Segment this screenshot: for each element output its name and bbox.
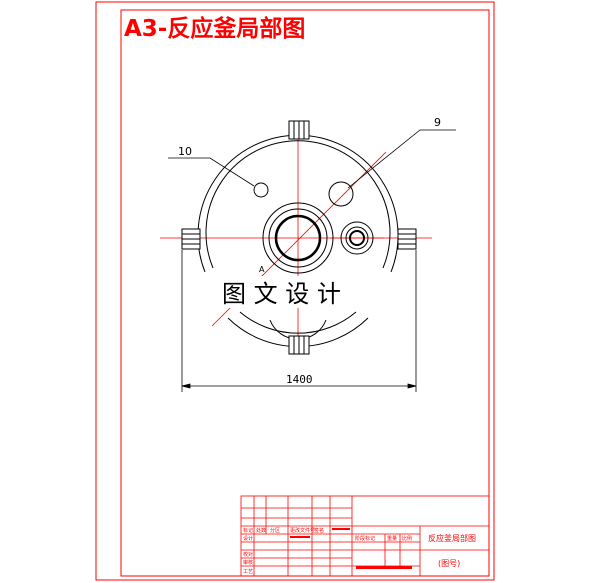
tb-label-mark: 标记 (243, 527, 253, 534)
left-lug (181, 228, 201, 250)
watermark-text: 图 文 设 计 (222, 280, 341, 308)
part-label-10: 10 (178, 145, 192, 158)
dim-arrow-left (181, 383, 191, 389)
dimension-1400 (181, 250, 417, 392)
point-label-a: A (259, 265, 265, 274)
vessel-top-view: 10 9 A 1400 图 文 设 计 (160, 116, 456, 392)
tb-label-change: 更改文件号 (290, 527, 315, 534)
tb-label-sign: 签名 (314, 527, 324, 534)
bottom-lug (288, 335, 310, 355)
opening-10 (253, 182, 269, 198)
right-lug (397, 228, 417, 250)
tb-label-review: 审核 (243, 559, 253, 566)
tb-label-process: 工艺 (243, 569, 253, 575)
drawing-title: A3-反应釜局部图 (124, 15, 305, 42)
tb-mark-2 (290, 536, 310, 538)
central-flange-mid (268, 208, 328, 268)
central-flange-outer (262, 202, 334, 274)
tb-label-design: 设计 (243, 535, 253, 542)
dim-arrow-right (407, 383, 417, 389)
title-block-drawing-number: (图号) (438, 559, 460, 568)
tb-mark-1 (332, 528, 350, 530)
top-lug (288, 120, 310, 140)
side-nozzle-inner (349, 230, 365, 246)
tb-label-check: 校对 (243, 551, 253, 558)
side-nozzle-outer (340, 221, 374, 255)
opening-9 (328, 181, 354, 207)
tb-label-stage: 阶段标记 (355, 535, 375, 542)
title-block-marks (290, 528, 412, 569)
lower-inner-shell-arc (239, 311, 357, 334)
central-flange-inner (274, 214, 322, 262)
central-opening (262, 202, 334, 274)
tb-mark-3 (356, 566, 412, 569)
outer-border (95, 1, 495, 581)
dimension-text: 1400 (286, 373, 313, 386)
side-nozzle (340, 221, 374, 255)
watermark-background (218, 276, 374, 308)
title-block-drawing-name: 反应釜局部图 (428, 533, 476, 543)
leader-9 (347, 129, 456, 189)
title-block (240, 495, 490, 577)
title-block-border (240, 495, 490, 577)
centre-lines (160, 122, 432, 350)
tb-label-count: 处数 (256, 527, 266, 534)
inner-shell-arc (205, 140, 391, 269)
part-label-9: 9 (434, 116, 441, 129)
tb-label-scale: 比例 (402, 535, 412, 542)
support-lugs (181, 120, 417, 355)
tb-label-weight: 重量 (387, 535, 397, 542)
leader-lines (168, 129, 456, 189)
side-nozzle-mid (345, 226, 369, 250)
title-block-small-labels: 标记 处数 分区 更改文件号 签名 设计 校对 审核 工艺 阶段标记 重量 比例 (243, 527, 412, 575)
tb-label-zone: 分区 (270, 527, 280, 534)
leader-10 (168, 157, 255, 187)
